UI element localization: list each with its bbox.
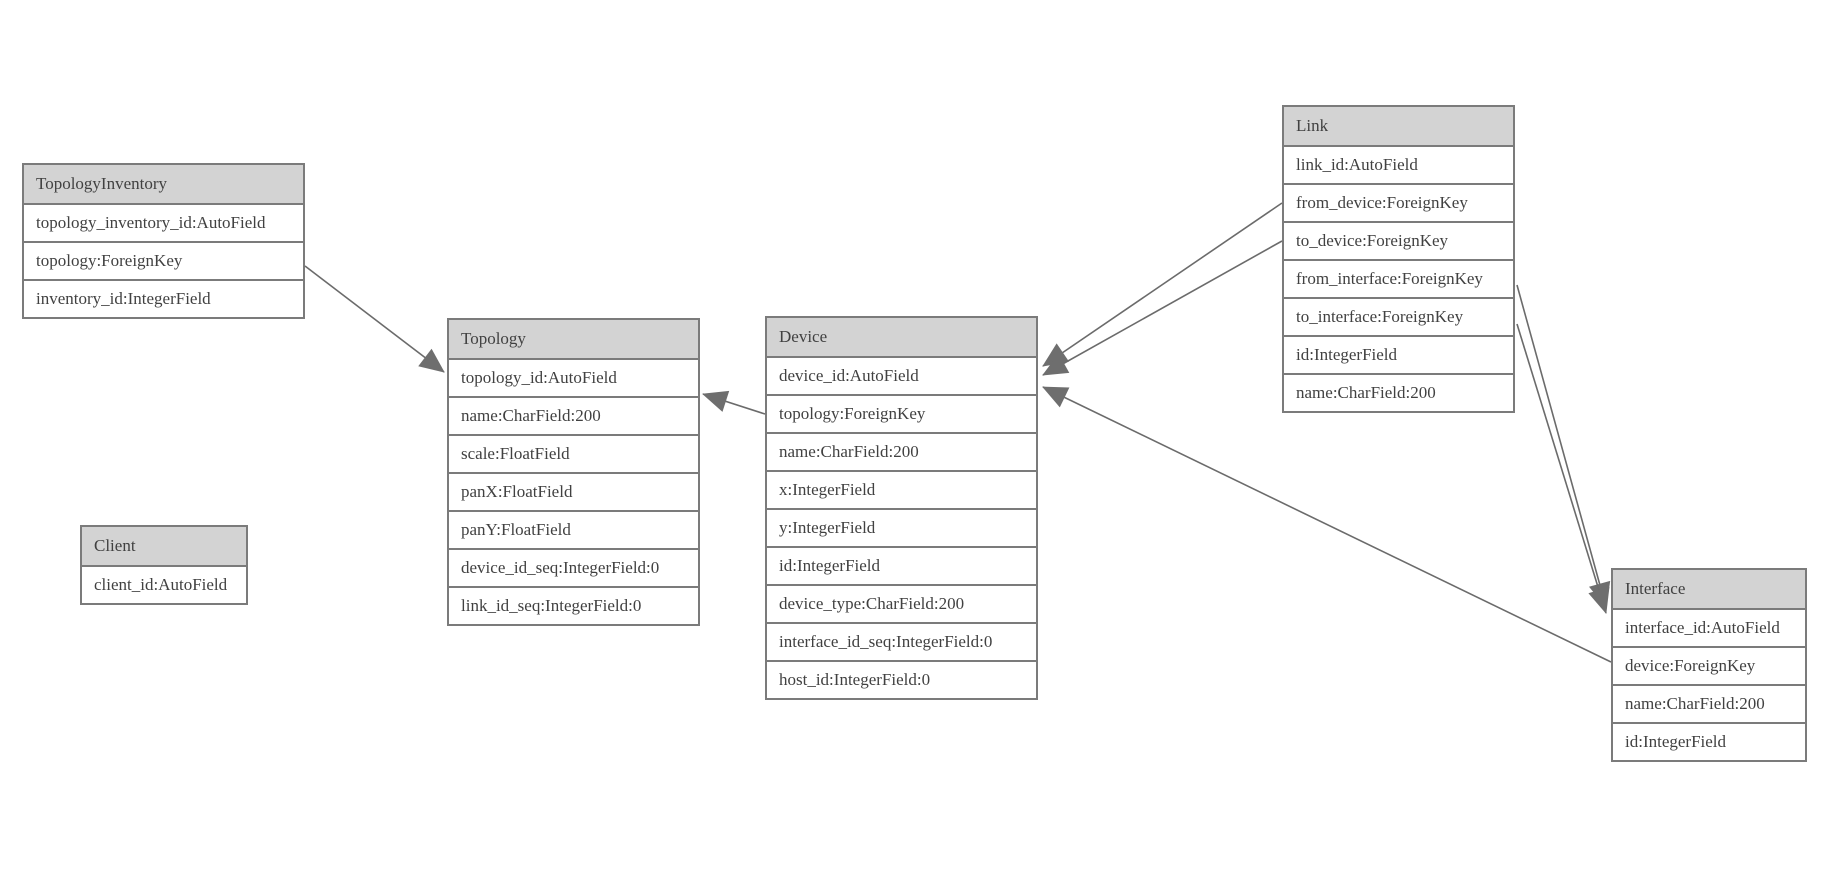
field-row: name:CharField:200	[1613, 684, 1805, 722]
field-row: id:IntegerField	[1613, 722, 1805, 760]
field-row: link_id:AutoField	[1284, 145, 1513, 183]
field-row: device_id_seq:IntegerField:0	[449, 548, 698, 586]
field-row: topology_id:AutoField	[449, 358, 698, 396]
field-row: name:CharField:200	[767, 432, 1036, 470]
field-row: from_interface:ForeignKey	[1284, 259, 1513, 297]
field-row: x:IntegerField	[767, 470, 1036, 508]
field-row: y:IntegerField	[767, 508, 1036, 546]
field-row: topology:ForeignKey	[767, 394, 1036, 432]
field-row: panX:FloatField	[449, 472, 698, 510]
field-row: from_device:ForeignKey	[1284, 183, 1513, 221]
entity-interface-title: Interface	[1613, 570, 1805, 608]
field-row: scale:FloatField	[449, 434, 698, 472]
field-row: topology:ForeignKey	[24, 241, 303, 279]
field-row: name:CharField:200	[449, 396, 698, 434]
entity-topology-inventory-title: TopologyInventory	[24, 165, 303, 203]
field-row: interface_id:AutoField	[1613, 608, 1805, 646]
field-row: inventory_id:IntegerField	[24, 279, 303, 317]
field-row: interface_id_seq:IntegerField:0	[767, 622, 1036, 660]
field-row: to_interface:ForeignKey	[1284, 297, 1513, 335]
entity-device-title: Device	[767, 318, 1036, 356]
field-row: topology_inventory_id:AutoField	[24, 203, 303, 241]
field-row: id:IntegerField	[1284, 335, 1513, 373]
entity-link-title: Link	[1284, 107, 1513, 145]
field-row: to_device:ForeignKey	[1284, 221, 1513, 259]
field-row: link_id_seq:IntegerField:0	[449, 586, 698, 624]
field-row: panY:FloatField	[449, 510, 698, 548]
field-row: client_id:AutoField	[82, 565, 246, 603]
field-row: host_id:IntegerField:0	[767, 660, 1036, 698]
field-row: device_id:AutoField	[767, 356, 1036, 394]
field-row: name:CharField:200	[1284, 373, 1513, 411]
field-row: device_type:CharField:200	[767, 584, 1036, 622]
entity-client-title: Client	[82, 527, 246, 565]
entity-topology-title: Topology	[449, 320, 698, 358]
field-row: id:IntegerField	[767, 546, 1036, 584]
field-row: device:ForeignKey	[1613, 646, 1805, 684]
